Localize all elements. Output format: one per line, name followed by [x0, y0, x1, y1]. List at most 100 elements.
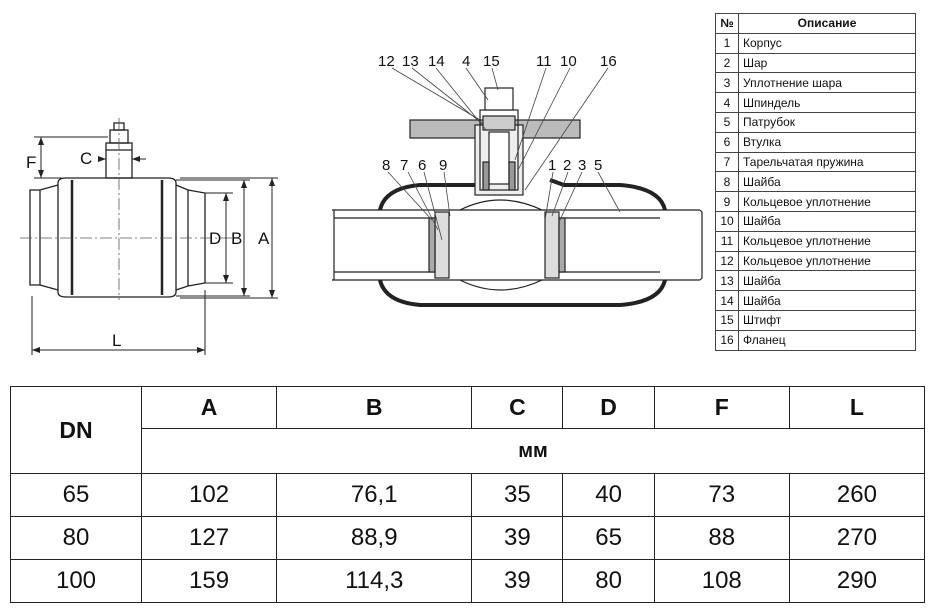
value-l: 290 — [788, 559, 926, 603]
part-description: Корпус — [738, 32, 916, 54]
callout-6: 6 — [418, 157, 426, 174]
callout-13: 13 — [402, 53, 419, 70]
part-number: 4 — [715, 92, 739, 113]
part-description: Фланец — [738, 329, 916, 351]
callout-3: 3 — [578, 157, 586, 174]
part-number: 2 — [715, 52, 739, 74]
part-number: 6 — [715, 131, 739, 153]
callout-9: 9 — [439, 157, 447, 174]
part-number: 12 — [715, 250, 739, 272]
value-c: 39 — [471, 516, 564, 560]
value-d: 65 — [562, 516, 655, 560]
value-c: 39 — [471, 559, 564, 603]
value-a: 159 — [140, 559, 278, 603]
part-number: 1 — [715, 32, 739, 54]
value-l: 260 — [788, 473, 926, 517]
col-header-d: D — [562, 386, 655, 429]
dim-label-f: F — [26, 153, 36, 172]
callout-2: 2 — [563, 157, 571, 174]
parts-header-desc: Описание — [738, 13, 916, 34]
value-l: 270 — [788, 516, 926, 560]
part-number: 15 — [715, 309, 739, 331]
dim-label-a: A — [258, 229, 270, 248]
value-f: 108 — [653, 559, 790, 603]
section-drawing: 12 13 14 4 15 11 10 16 8 7 6 9 1 2 3 5 — [332, 53, 703, 307]
value-b: 76,1 — [276, 473, 473, 517]
dim-label-d: D — [209, 229, 221, 248]
unit-label: мм — [141, 428, 925, 474]
part-number: 13 — [715, 270, 739, 292]
parts-header-num: № — [715, 13, 739, 34]
col-header-c: C — [471, 386, 564, 429]
value-f: 88 — [653, 516, 790, 560]
part-description: Тарельчатая пружина — [738, 151, 916, 173]
part-description: Кольцевое уплотнение — [738, 230, 916, 252]
part-description: Шайба — [738, 171, 916, 193]
part-description: Кольцевое уплотнение — [738, 191, 916, 212]
part-number: 10 — [715, 210, 739, 232]
part-description: Штифт — [738, 309, 916, 331]
dn-value: 65 — [10, 473, 142, 517]
part-number: 5 — [715, 111, 739, 133]
dn-value: 80 — [10, 516, 142, 560]
part-number: 16 — [715, 329, 739, 351]
col-header-a: A — [140, 386, 278, 429]
callout-7: 7 — [400, 157, 408, 174]
callout-5: 5 — [594, 157, 602, 174]
col-header-l: L — [788, 386, 926, 429]
dimensions-table: DN A B C D F L мм 65 102 76,1 35 40 73 2… — [10, 386, 926, 603]
dim-label-b: B — [231, 229, 242, 248]
callout-16: 16 — [600, 53, 617, 70]
part-number: 7 — [715, 151, 739, 173]
callout-10: 10 — [560, 53, 577, 70]
part-description: Шайба — [738, 210, 916, 232]
callout-14: 14 — [428, 53, 445, 70]
callout-15: 15 — [483, 53, 500, 70]
part-description: Шпиндель — [738, 92, 916, 113]
value-d: 80 — [562, 559, 655, 603]
part-description: Шайба — [738, 270, 916, 292]
col-header-b: B — [276, 386, 473, 429]
value-f: 73 — [653, 473, 790, 517]
value-c: 35 — [471, 473, 564, 517]
dn-value: 100 — [10, 559, 142, 603]
side-view-drawing: F C D B A L — [20, 118, 278, 355]
dim-label-l: L — [112, 331, 121, 350]
part-description: Кольцевое уплотнение — [738, 250, 916, 272]
callout-1: 1 — [548, 157, 556, 174]
part-number: 3 — [715, 72, 739, 94]
callout-8: 8 — [382, 157, 390, 174]
dim-label-c: C — [80, 149, 92, 168]
part-description: Уплотнение шара — [738, 72, 916, 94]
part-description: Патрубок — [738, 111, 916, 133]
callout-12: 12 — [378, 53, 395, 70]
callout-4: 4 — [462, 53, 470, 70]
part-number: 11 — [715, 230, 739, 252]
col-header-f: F — [653, 386, 790, 429]
dn-header: DN — [10, 386, 142, 474]
value-a: 127 — [140, 516, 278, 560]
value-a: 102 — [140, 473, 278, 517]
part-number: 8 — [715, 171, 739, 193]
callout-11: 11 — [536, 53, 552, 70]
value-b: 114,3 — [276, 559, 473, 603]
part-number: 14 — [715, 290, 739, 311]
